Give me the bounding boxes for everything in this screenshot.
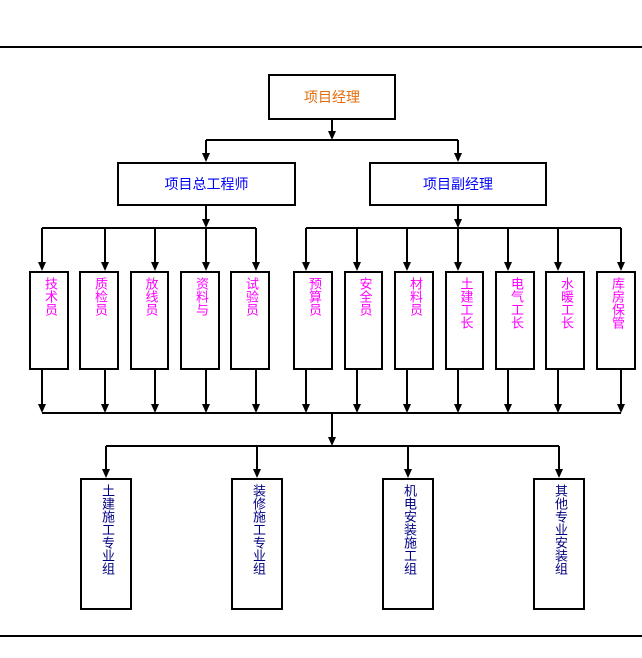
node-staff: 试验员	[230, 271, 270, 370]
bottom-rule	[0, 635, 642, 637]
arrowhead-icon	[454, 219, 462, 228]
arrowhead-icon	[454, 262, 462, 271]
node-project-manager: 项目经理	[268, 74, 396, 120]
node-label: 库房保管	[609, 277, 624, 329]
arrowhead-icon	[404, 469, 412, 478]
node-work-group: 机电安装施工组	[382, 478, 434, 610]
node-deputy-manager: 项目副经理	[369, 162, 547, 206]
node-label: 土建工长	[457, 277, 473, 329]
node-staff: 电气工长	[495, 271, 535, 370]
arrowhead-icon	[252, 404, 260, 413]
node-staff: 库房保管	[596, 271, 636, 370]
node-label: 电气工长	[508, 277, 523, 329]
arrowhead-icon	[617, 404, 625, 413]
arrowhead-icon	[151, 404, 159, 413]
node-work-group: 装修施工专业组	[231, 478, 283, 610]
node-label: 装修施工专业组	[250, 484, 265, 575]
arrowhead-icon	[555, 469, 563, 478]
arrowhead-icon	[202, 219, 210, 228]
arrowhead-icon	[454, 153, 462, 162]
arrowhead-icon	[403, 404, 411, 413]
arrowhead-icon	[504, 404, 512, 413]
arrowhead-icon	[403, 262, 411, 271]
node-label: 技术员	[42, 277, 57, 316]
arrowhead-icon	[38, 404, 46, 413]
node-label: 预算员	[306, 277, 321, 316]
node-staff: 土建工长	[445, 271, 484, 370]
node-work-group: 土建施工专业组	[80, 478, 132, 610]
arrowhead-icon	[202, 404, 210, 413]
node-label: 项目总工程师	[164, 177, 249, 193]
node-label: 安全员	[356, 277, 372, 316]
arrowhead-icon	[302, 404, 310, 413]
node-work-group: 其他专业安装组	[533, 478, 585, 610]
node-label: 其他专业安装组	[552, 484, 567, 575]
arrowhead-icon	[101, 404, 109, 413]
node-staff: 预算员	[293, 271, 333, 370]
node-staff: 资料与	[180, 271, 220, 370]
arrowhead-icon	[504, 262, 512, 271]
node-chief-engineer: 项目总工程师	[117, 162, 296, 206]
node-label: 机电安装施工组	[401, 484, 416, 575]
node-staff: 水暖工长	[545, 271, 585, 370]
node-staff: 技术员	[29, 271, 69, 370]
arrowhead-icon	[353, 404, 361, 413]
arrowhead-icon	[328, 437, 336, 446]
arrowhead-icon	[102, 469, 110, 478]
node-label: 质检员	[92, 277, 107, 316]
node-label: 项目经理	[304, 90, 360, 106]
arrowhead-icon	[554, 404, 562, 413]
node-staff: 质检员	[79, 271, 119, 370]
arrowhead-icon	[554, 262, 562, 271]
arrowhead-icon	[151, 262, 159, 271]
arrowhead-icon	[202, 262, 210, 271]
node-staff: 放线员	[130, 271, 169, 370]
node-staff: 材料员	[394, 271, 434, 370]
arrowhead-icon	[328, 131, 336, 140]
arrowhead-icon	[617, 262, 625, 271]
arrowhead-icon	[202, 153, 210, 162]
node-label: 水暖工长	[558, 277, 573, 329]
node-staff: 安全员	[344, 271, 383, 370]
node-label: 项目副经理	[423, 177, 493, 193]
node-label: 放线员	[142, 277, 158, 316]
node-label: 资料与	[193, 277, 208, 316]
arrowhead-icon	[253, 469, 261, 478]
arrowhead-icon	[38, 262, 46, 271]
arrowhead-icon	[353, 262, 361, 271]
node-label: 材料员	[407, 277, 422, 316]
arrowhead-icon	[454, 404, 462, 413]
arrowhead-icon	[302, 262, 310, 271]
arrowhead-icon	[101, 262, 109, 271]
arrowhead-icon	[252, 262, 260, 271]
top-rule	[0, 46, 642, 48]
node-label: 试验员	[243, 277, 258, 316]
node-label: 土建施工专业组	[99, 484, 114, 575]
